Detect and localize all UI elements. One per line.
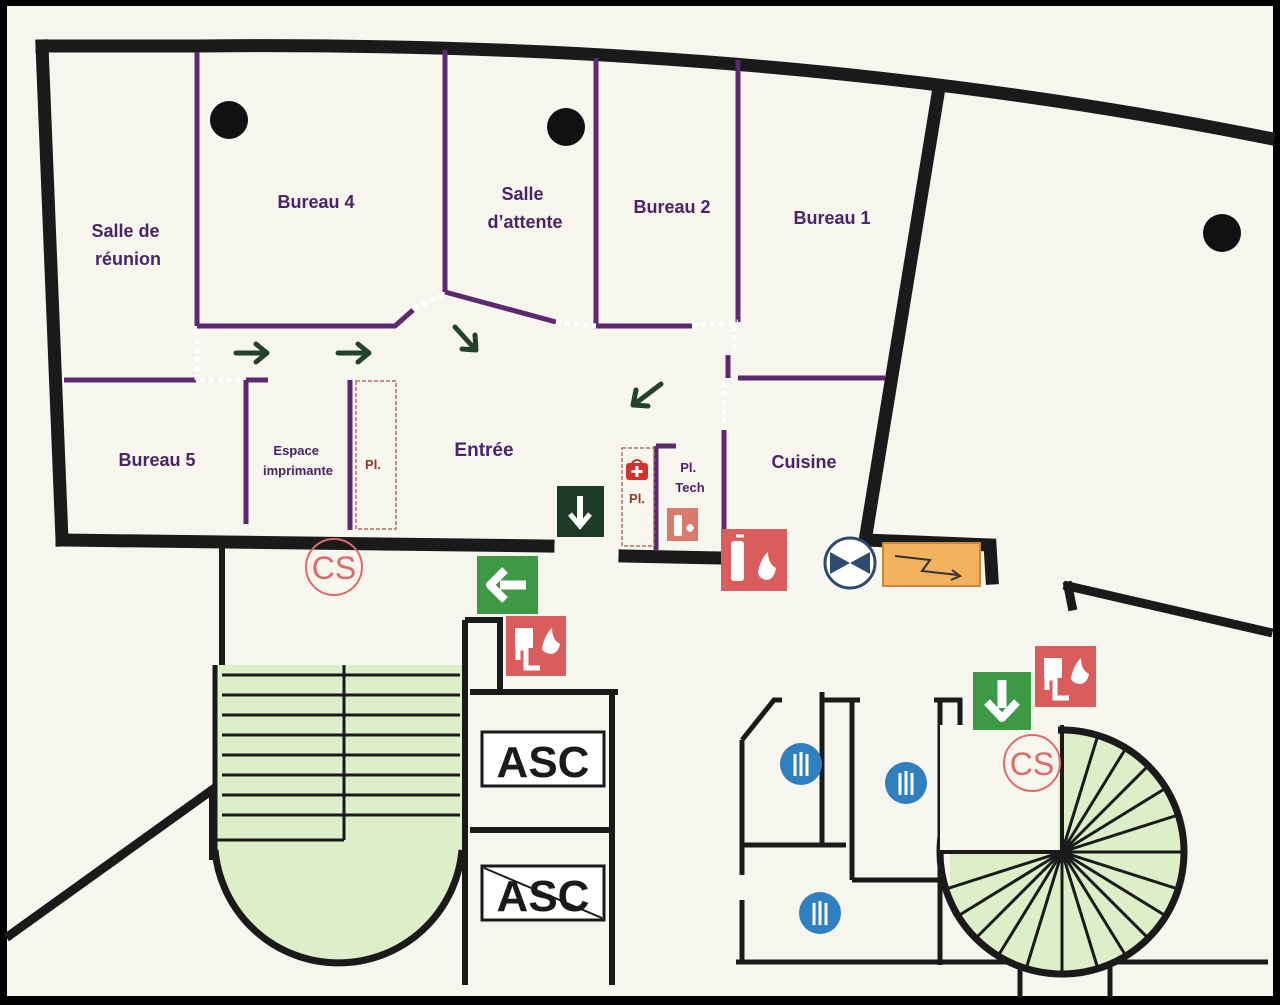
evacuation-arrows xyxy=(233,324,664,409)
room-label-bureau-1: Bureau 1 xyxy=(793,208,870,228)
valve-icon xyxy=(823,536,877,590)
electrical-panel-icon xyxy=(882,542,981,587)
exterior-walls xyxy=(3,39,1276,942)
svg-text:CS: CS xyxy=(1010,746,1054,782)
southwest-exterior-wall xyxy=(3,783,219,942)
room-label-bureau-4: Bureau 4 xyxy=(277,192,354,212)
wc-icon xyxy=(799,892,841,934)
room-label-entree: Entrée xyxy=(454,440,513,461)
doorways xyxy=(194,291,739,428)
technical-wall xyxy=(859,533,999,585)
room-label-bureau-5: Bureau 5 xyxy=(118,450,195,470)
columns xyxy=(210,101,1241,252)
stairwell-walls xyxy=(209,540,618,985)
spiral-staircase xyxy=(936,725,1188,978)
west-wall xyxy=(35,39,69,547)
door-salle-attente xyxy=(555,319,597,329)
wc-icon xyxy=(780,743,822,785)
straight-staircase xyxy=(211,665,466,967)
south-wall-entrance-west xyxy=(55,533,555,553)
fire-extinguisher-icon xyxy=(667,508,698,541)
wc-icon xyxy=(885,762,927,804)
arrow-icon xyxy=(452,324,479,353)
lift-label: ASC xyxy=(497,872,590,921)
emergency-exit-icon xyxy=(973,672,1031,730)
fire-alarm-icon xyxy=(506,616,566,676)
room-label-placard-2: Pl. xyxy=(629,491,645,506)
column-icon xyxy=(1203,214,1241,252)
room-label-bureau-2: Bureau 2 xyxy=(633,197,710,217)
arrow-icon xyxy=(630,381,664,409)
closet-pl2-outline xyxy=(621,447,655,547)
lift-2: ASC xyxy=(480,864,606,922)
room-label-espace-imprimante: Espace imprimante xyxy=(263,443,333,478)
closet-pl-outline xyxy=(355,380,397,530)
cs-marker: CS xyxy=(1003,734,1061,792)
svg-text:CS: CS xyxy=(312,550,356,586)
column-icon xyxy=(210,101,248,139)
door-bureau-2 xyxy=(691,319,739,329)
south-wall-entrance-east xyxy=(618,549,727,565)
room-label-cuisine: Cuisine xyxy=(771,452,836,472)
east-exterior-wall xyxy=(1062,580,1274,638)
first-aid-icon xyxy=(626,459,648,480)
room-label-salle-attente: Salle d’attente xyxy=(487,184,562,232)
emergency-exit-icon xyxy=(477,556,538,614)
arrow-icon xyxy=(335,341,372,365)
room-label-placard-tech: Pl. Tech xyxy=(675,460,704,495)
emergency-exit-icon xyxy=(557,486,604,537)
east-diagonal-wall xyxy=(858,86,946,543)
lift-label: ASC xyxy=(497,738,590,787)
column-icon xyxy=(547,108,585,146)
cs-marker: CS xyxy=(305,538,363,596)
fire-extinguisher-icon xyxy=(721,529,787,591)
closet-outlines xyxy=(355,380,655,547)
room-label-placard: Pl. xyxy=(365,457,381,472)
lift-1: ASC xyxy=(480,730,606,788)
door-bureau-4 xyxy=(412,291,447,311)
room-label-salle-reunion: Salle de réunion xyxy=(91,221,164,269)
fire-alarm-icon xyxy=(1035,646,1096,707)
arrow-icon xyxy=(233,341,270,365)
north-wall xyxy=(35,39,1276,146)
